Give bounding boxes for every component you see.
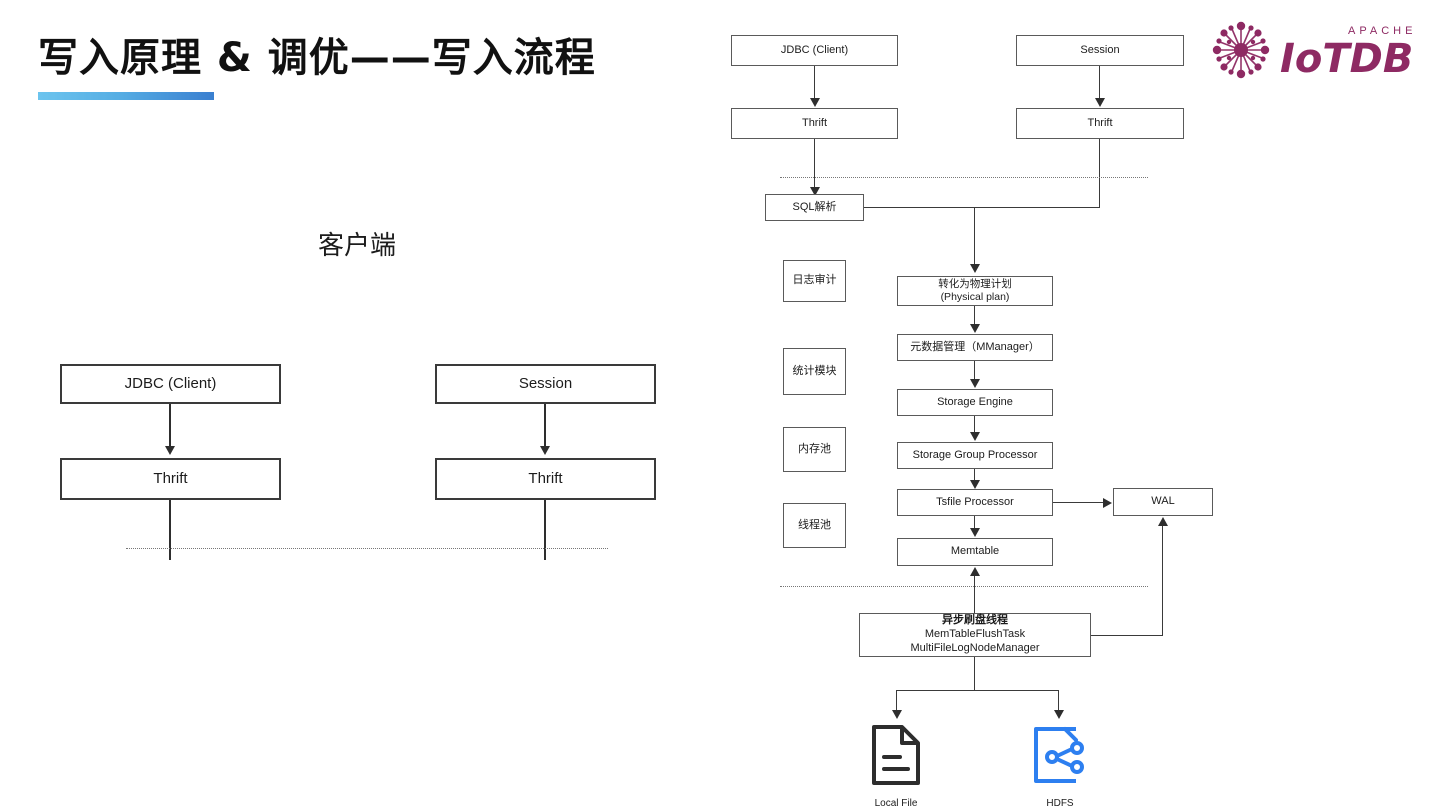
right-connector-thrift-sqlparse [814, 139, 815, 193]
local-file-icon [870, 724, 922, 786]
right-arrow-flush-wal [1158, 517, 1168, 526]
right-arrow-session-thrift [1095, 98, 1105, 107]
right-arrow-plan-mmanager [970, 324, 980, 333]
iotdb-starburst-icon: APACHE IoTDB [1212, 21, 1416, 82]
right-box-storage-engine: Storage Engine [897, 389, 1053, 416]
right-box-storage-group-processor: Storage Group Processor [897, 442, 1053, 469]
right-box-jdbc-client: JDBC (Client) [731, 35, 898, 66]
right-bus-sqlparse-to-session [864, 207, 1100, 208]
right-box-thrift-jdbc: Thrift [731, 108, 898, 139]
right-connector-flush-wal-horizontal [1091, 635, 1163, 636]
right-box-audit-log: 日志审计 [783, 260, 846, 302]
hdfs-label: HDFS [1046, 798, 1074, 809]
right-box-session: Session [1016, 35, 1184, 66]
right-client-boundary-dotted-line [780, 177, 1148, 178]
left-connector-thrift-down [169, 500, 171, 560]
right-box-sql-parse: SQL解析 [765, 194, 864, 221]
right-connector-tsfile-wal [1053, 502, 1103, 503]
right-connector-hdfs-drop [1058, 690, 1059, 712]
right-arrow-tsfile-memtable [970, 528, 980, 537]
left-arrow-session-thrift [540, 446, 550, 455]
left-box-thrift-jdbc: Thrift [60, 458, 281, 500]
page-title: 写入原理 & 调优——写入流程 [38, 35, 596, 81]
right-connector-tsfile-memtable [974, 516, 975, 530]
local-file-label: Local File [874, 798, 918, 809]
right-connector-jdbc-thrift [814, 66, 815, 99]
left-box-jdbc-client: JDBC (Client) [60, 364, 281, 404]
right-arrow-thrift-sqlparse [810, 187, 820, 196]
logo-iotdb-text: IoTDB [1280, 36, 1413, 82]
right-box-memory-pool: 内存池 [783, 427, 846, 472]
right-box-physical-plan: 转化为物理计划 (Physical plan) [897, 276, 1053, 306]
physical-plan-line2: (Physical plan) [940, 291, 1010, 303]
right-connector-flush-wal-vertical [1162, 525, 1163, 635]
right-connector-storage-fork-bar [896, 690, 1059, 691]
right-box-tsfile-processor: Tsfile Processor [897, 489, 1053, 516]
right-arrow-localfile [892, 710, 902, 719]
right-arrow-hdfs [1054, 710, 1064, 719]
left-connector-jdbc-thrift [169, 404, 171, 449]
left-box-session: Session [435, 364, 656, 404]
flush-thread-line2: MemTableFlushTask [924, 628, 1026, 641]
right-arrow-engine-group [970, 432, 980, 441]
right-connector-thrift-session-bus [1099, 139, 1100, 207]
right-arrow-group-tsfile [970, 480, 980, 489]
right-arrow-mmanager-storageengine [970, 379, 980, 388]
right-connector-engine-group [974, 416, 975, 435]
right-box-async-flush-thread: 异步刷盘线程 MemTableFlushTask MultiFileLogNod… [859, 613, 1091, 657]
right-arrow-jdbc-thrift [810, 98, 820, 107]
left-box-thrift-session: Thrift [435, 458, 656, 500]
flush-thread-line3: MultiFileLogNodeManager [910, 641, 1040, 654]
right-connector-group-tsfile [974, 469, 975, 485]
right-connector-bus-physicalplan [974, 207, 975, 266]
physical-plan-line1: 转化为物理计划 [938, 277, 1012, 290]
client-section-label: 客户端 [318, 231, 397, 261]
apache-iotdb-logo: APACHE IoTDB [1196, 14, 1420, 84]
right-box-statistics-module: 统计模块 [783, 348, 846, 395]
hdfs-icon [1032, 724, 1088, 786]
right-arrow-bus-physicalplan [970, 264, 980, 273]
right-connector-session-thrift [1099, 66, 1100, 99]
flush-thread-line1: 异步刷盘线程 [942, 614, 1008, 627]
right-box-mmanager: 元数据管理（MManager） [897, 334, 1053, 361]
logo-apache-text: APACHE [1348, 25, 1416, 37]
right-box-thrift-session: Thrift [1016, 108, 1184, 139]
right-arrow-tsfile-wal [1103, 498, 1112, 508]
left-connector-thrift-session-down [544, 500, 546, 560]
right-connector-localfile-drop [896, 690, 897, 712]
title-underline-accent [38, 92, 214, 100]
left-boundary-dotted-line [126, 548, 608, 549]
right-flush-boundary-dotted-line [780, 586, 1148, 587]
right-arrow-flush-memtable [970, 567, 980, 576]
left-connector-session-thrift [544, 404, 546, 449]
left-arrow-jdbc-thrift [165, 446, 175, 455]
right-connector-flush-fork-stem [974, 657, 975, 690]
right-box-thread-pool: 线程池 [783, 503, 846, 548]
right-connector-plan-mmanager [974, 306, 975, 326]
right-connector-flush-memtable [974, 576, 975, 613]
right-box-memtable: Memtable [897, 538, 1053, 566]
right-box-wal: WAL [1113, 488, 1213, 516]
right-connector-mmanager-storageengine [974, 361, 975, 382]
